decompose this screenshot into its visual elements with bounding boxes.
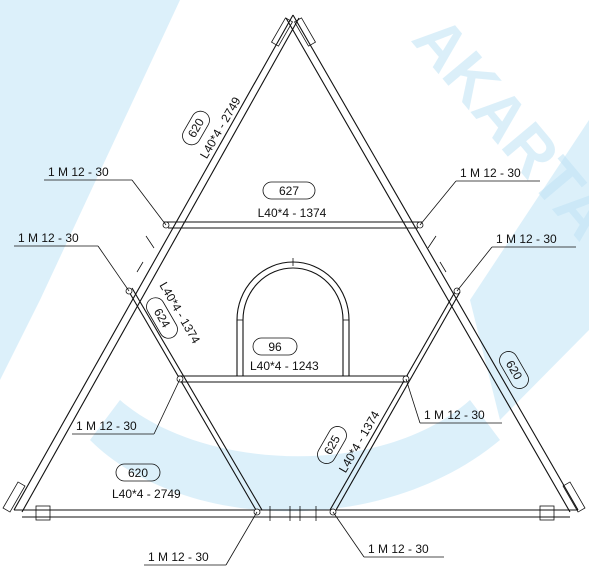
member-id: 96 — [268, 340, 282, 354]
svg-text:1 M 12 - 30: 1 M 12 - 30 — [368, 542, 429, 556]
bolt-callout: 1 M 12 - 30 — [405, 378, 502, 424]
member-spec: L40*4 - 2749 — [112, 487, 181, 501]
svg-text:1 M 12 - 30: 1 M 12 - 30 — [148, 550, 209, 564]
watermark-text: AKARTA — [399, 3, 589, 253]
member-id: 620 — [128, 466, 148, 480]
member-label-627: 627 L40*4 - 1374 — [258, 181, 327, 220]
svg-text:1 M 12 - 30: 1 M 12 - 30 — [76, 419, 137, 433]
svg-text:1 M 12 - 30: 1 M 12 - 30 — [18, 231, 79, 245]
bolt-callout: 1 M 12 - 30 — [14, 231, 130, 292]
bolt-callout: 1 M 12 - 30 — [456, 232, 576, 292]
member-627 — [164, 221, 422, 229]
member-id: 627 — [279, 184, 299, 198]
end-details — [2, 17, 586, 521]
member-label-620-bottom: 620 L40*4 - 2749 — [112, 463, 181, 501]
bolt-callout: 1 M 12 - 30 — [419, 166, 540, 226]
member-label-624: 624 L40*4 - 1374 — [146, 280, 203, 346]
arch — [236, 258, 350, 376]
svg-text:1 M 12 - 30: 1 M 12 - 30 — [496, 232, 557, 246]
svg-text:1 M 12 - 30: 1 M 12 - 30 — [48, 165, 109, 179]
inner-frame — [127, 287, 461, 511]
member-id: 620 — [185, 116, 207, 141]
svg-text:1 M 12 - 30: 1 M 12 - 30 — [424, 408, 485, 422]
outer-frame — [13, 14, 579, 518]
member-spec: L40*4 - 1243 — [250, 359, 319, 373]
member-id: 625 — [321, 433, 343, 458]
member-spec: L40*4 - 1374 — [258, 206, 327, 220]
bolt-callout: 1 M 12 - 30 — [72, 378, 181, 435]
bolt-callout: 1 M 12 - 30 — [332, 511, 444, 558]
bolt-callout: 1 M 12 - 30 — [44, 165, 167, 226]
svg-text:1 M 12 - 30: 1 M 12 - 30 — [460, 166, 521, 180]
watermark: AKARTA — [0, 0, 589, 512]
bolt-callout: 1 M 12 - 30 — [144, 511, 258, 566]
member-label-96: 96 L40*4 - 1243 — [250, 337, 319, 373]
member-label-620-left: 620 L40*4 - 2749 — [182, 94, 244, 161]
